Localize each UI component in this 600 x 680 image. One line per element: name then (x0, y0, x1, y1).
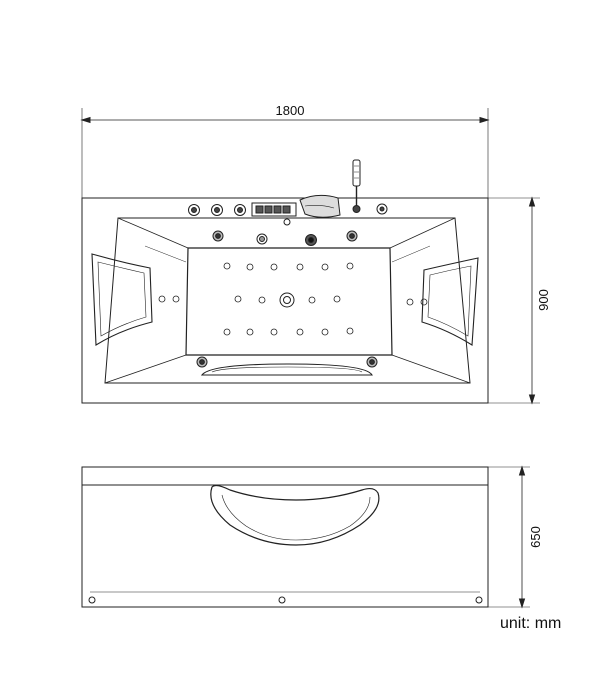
top-view: 1800 900 (80, 103, 551, 405)
lower-jets (196, 356, 378, 368)
side-jets (158, 295, 428, 306)
front-window (210, 484, 380, 546)
length-dimension-label: 1800 (276, 103, 305, 118)
upper-jets (212, 218, 358, 246)
hand-shower (352, 159, 361, 213)
drain-control (376, 203, 388, 215)
height-dimension-label: 650 (528, 526, 543, 548)
waterfall-spout (299, 194, 341, 218)
floor-air-jets (223, 262, 354, 336)
height-dimension (488, 465, 530, 609)
tub-basin-floor (185, 247, 393, 356)
control-panel (251, 202, 297, 217)
main-drain (279, 292, 295, 308)
width-dimension-label: 900 (536, 289, 551, 311)
control-knobs (188, 204, 246, 216)
right-headrest-pillow (421, 257, 479, 346)
front-view: 650 (81, 465, 543, 609)
grab-handle (200, 363, 373, 376)
unit-label: unit: mm (500, 615, 562, 632)
tub-front-skirt (81, 466, 489, 608)
tub-outer-rim (81, 197, 489, 404)
left-headrest-pillow (91, 253, 153, 346)
support-feet (88, 596, 483, 604)
length-dimension (80, 108, 490, 198)
width-dimension (488, 196, 540, 405)
